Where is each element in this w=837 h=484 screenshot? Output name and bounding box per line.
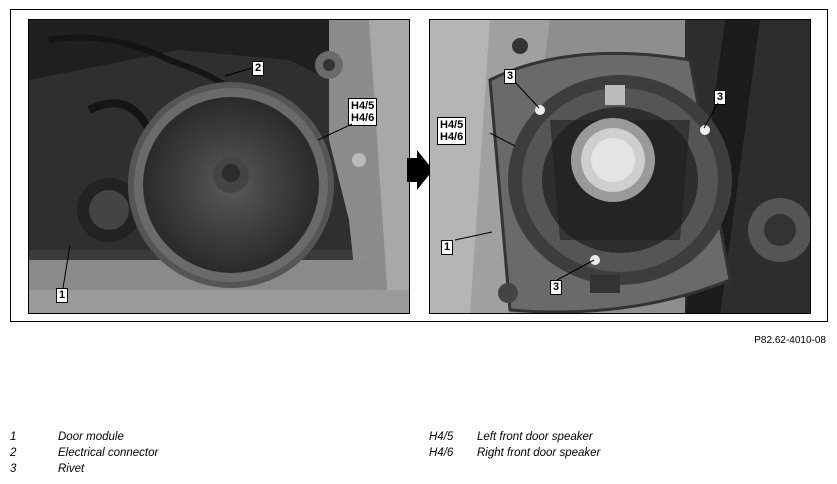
legend-desc: Right front door speaker [477,447,601,459]
legend-desc: Left front door speaker [477,431,593,443]
callout-label-h4-6: H4/6 [440,131,464,143]
legend-item: 3 Rivet [10,463,390,479]
legend-key: 3 [10,463,17,475]
legend-key: H4/6 [429,447,454,459]
callout-left-speakers: H4/5 H4/6 [348,98,378,126]
legend-item: H4/6 Right front door speaker [429,447,829,463]
legend-item: 2 Electrical connector [10,447,390,463]
legend-item: 1 Door module [10,431,390,447]
photo-speaker-installed [28,19,410,314]
callout-door-module: 1 [56,288,69,303]
legend-desc: Electrical connector [58,447,159,459]
callout-label-h4-5: H4/5 [351,100,375,112]
legend-key: 1 [10,431,17,443]
callout-rivet: 3 [714,90,727,105]
photo-speaker-removed [429,19,811,314]
callout-door-module: 1 [441,240,454,255]
callout-label-h4-5: H4/5 [440,119,464,131]
legend-desc: Door module [58,431,124,443]
right-arrow-icon [407,150,433,190]
leader-lines [62,67,719,289]
callout-label-h4-6: H4/6 [351,112,375,124]
legend-right: H4/5 Left front door speaker H4/6 Right … [429,431,829,463]
figure-reference-number: P82.62-4010-08 [754,335,826,346]
legend-item: H4/5 Left front door speaker [429,431,829,447]
legend-desc: Rivet [58,463,85,475]
callout-electrical-connector: 2 [252,61,265,76]
legend-key: 2 [10,447,17,459]
legend-key: H4/5 [429,431,454,443]
legend-left: 1 Door module 2 Electrical connector 3 R… [10,431,390,479]
callout-rivet: 3 [550,280,563,295]
callout-rivet: 3 [504,69,517,84]
callout-right-speakers: H4/5 H4/6 [437,117,467,145]
